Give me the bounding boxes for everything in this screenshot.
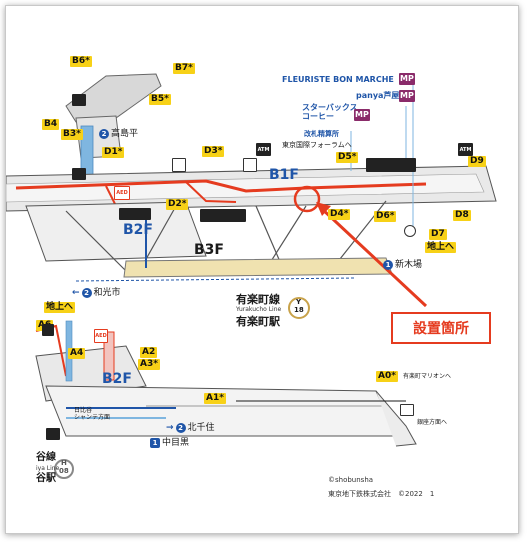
arrow-right-icon: → [166, 422, 174, 433]
ginza-direction-label: 銀座方面へ [417, 419, 448, 426]
arrow-left-icon: ← [72, 287, 80, 298]
floor-b1f-label: B1F [269, 167, 299, 183]
direction-nakameguro: 1 中目黒 [150, 438, 189, 448]
wheelchair-icon [172, 158, 186, 172]
hibiya-chanter-label: 日比谷 シャンテ方面 [74, 407, 111, 421]
direction-shinkiba: 1 新木場 [383, 260, 422, 270]
exit-b4-label: B4 [42, 119, 60, 130]
elevator-lower-icon [42, 324, 54, 336]
exit-a3-label: A3* [138, 359, 160, 370]
exit-b3-label: B3* [61, 129, 83, 140]
hibiya-line-fragment: 谷線 [36, 452, 56, 463]
exit-b7-label: B7* [173, 63, 195, 74]
exit-d1-label: D1* [102, 147, 125, 158]
chijou-left-label: 地上へ [44, 302, 76, 313]
hibiya-station-fragment: 谷駅 [36, 473, 56, 484]
info-icon [404, 225, 416, 237]
floor-b2f-top-label: B2F [123, 222, 153, 238]
starbucks-label: スターバックス コーヒー [302, 103, 358, 121]
station-code-number: 18 [294, 306, 304, 314]
hibiya-code-number: 08 [59, 467, 69, 475]
exit-d5-label: D5* [336, 152, 359, 163]
direction-wakoshi: ← 2 和光市 [72, 287, 121, 298]
exit-d8-label: D8 [453, 210, 471, 221]
exit-a0-label: A0* [376, 371, 398, 382]
chijou-top-label: 地上へ [425, 242, 457, 253]
forum-label: 東京国際フォーラムへ [282, 141, 352, 149]
exit-b5-label: B5* [149, 94, 171, 105]
direction-kitasenju: → 2 北千住 [166, 422, 215, 433]
exit-b6-label: B6* [70, 56, 92, 67]
exit-d4-label: D4* [328, 209, 351, 220]
yurakucho-line-name: 有楽町線 [236, 293, 280, 306]
escalator-lower-icon [400, 404, 414, 416]
installation-location-callout: 設置箇所 [391, 312, 491, 344]
exit-d6-label: D6* [374, 211, 397, 222]
atm-icon-right: ATM [458, 143, 473, 156]
atm-icon: ATM [256, 143, 271, 156]
panya-label: panya芦屋 [356, 91, 400, 100]
mp-badge-3: MP [354, 109, 370, 121]
aed-icon: AED [114, 186, 130, 200]
direction-takashimadaira: 2 高島平 [99, 129, 138, 139]
exit-d3-label: D3* [202, 146, 225, 157]
restroom-icon [119, 208, 151, 220]
escalator-icon [72, 94, 86, 106]
restroom-icon-b [200, 209, 246, 222]
seisansho-label: 改札精算所 [304, 130, 339, 138]
transfer-icon [46, 428, 60, 440]
mp-badge-2: MP [399, 90, 415, 102]
floor-b2f-bottom-label: B2F [102, 371, 132, 387]
company-text: 東京地下鉄株式会社 ©2022 1 [328, 490, 435, 498]
line-number-2-icon: 2 [99, 129, 109, 139]
station-map-drawing [6, 73, 497, 479]
floor-b3f-label: B3F [194, 242, 224, 258]
exit-d9-label: D9 [468, 156, 486, 167]
facility-icons [366, 158, 416, 172]
yurakucho-line-en: Yurakucho Line [236, 306, 282, 313]
elevator-icon [72, 168, 86, 180]
station-code-letter: Y [296, 298, 302, 306]
escalator-up-icon [243, 158, 257, 172]
map-frame: B6* B7* B5* B4 B3* D1* D3* D5* D9 D2* D4… [5, 5, 519, 534]
fleuriste-label: FLEURISTE BON MARCHE [282, 75, 394, 84]
exit-d2-label: D2* [166, 199, 189, 210]
exit-a2-label: A2 [140, 347, 158, 358]
exit-d7-label: D7 [429, 229, 447, 240]
marion-label: 有楽町マリオンへ [403, 373, 452, 380]
hibiya-code-letter: H [61, 459, 67, 467]
aed-icon-lower: AED [94, 329, 108, 343]
exit-a1-label: A1* [204, 393, 226, 404]
hibiya-line-en-fragment: iya Line [36, 465, 60, 472]
yurakucho-station-name: 有楽町駅 [236, 315, 280, 328]
exit-a4-label: A4 [68, 348, 86, 359]
mp-badge-1: MP [399, 73, 415, 85]
copyright-text: ©shobunsha [328, 476, 374, 484]
